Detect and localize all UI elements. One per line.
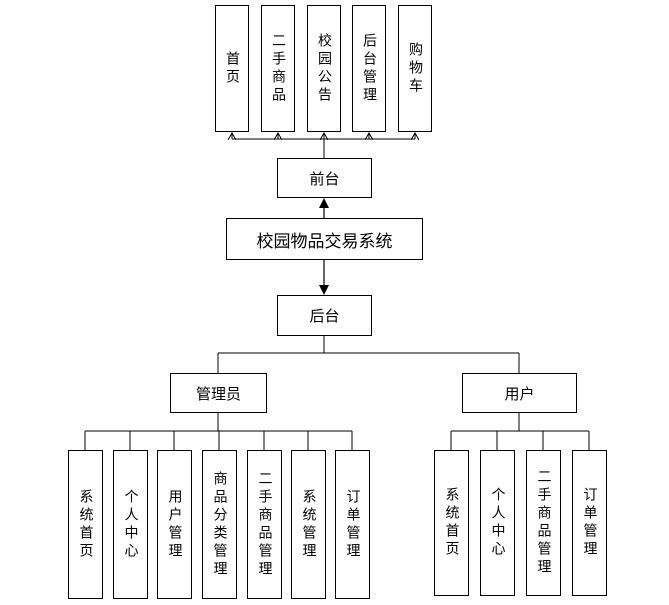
admin-module-personal-center: 个人中心 [113,450,148,599]
frontend-connectors [232,133,415,158]
admin-module-secondhand-management: 二手商品管理 [247,450,282,599]
root-node: 校园物品交易系统 [226,218,423,260]
module-label: 个人中心 [122,488,139,561]
admin-module-system-management: 系统管理 [291,450,326,599]
module-label: 二手商品管理 [535,469,552,577]
backend-node: 后台 [277,295,372,336]
frontend-module-shopping-cart: 购物车 [398,5,432,132]
module-label: 二手商品管理 [256,470,273,579]
module-label: 用户管理 [166,488,183,561]
module-label: 校园公告 [316,32,332,105]
frontend-node: 前台 [277,158,372,198]
backend-label: 后台 [309,307,340,325]
module-label: 首页 [224,50,240,87]
module-label: 后台管理 [361,32,377,105]
module-label: 系统首页 [77,488,94,561]
admin-node: 管理员 [170,373,267,413]
module-label: 个人中心 [489,487,506,559]
module-label: 系统首页 [443,487,460,559]
admin-module-order-management: 订单管理 [335,450,370,599]
frontend-module-home: 首页 [215,5,249,132]
user-label: 用户 [504,384,535,403]
module-label: 订单管理 [344,488,361,561]
admin-module-system-home: 系统首页 [68,450,103,599]
admin-module-user-management: 用户管理 [157,450,192,599]
frontend-label: 前台 [309,169,340,188]
frontend-module-admin-management: 后台管理 [352,5,386,132]
user-module-personal-center: 个人中心 [480,450,515,596]
module-label: 系统管理 [300,488,317,561]
module-label: 购物车 [407,41,423,96]
backend-connectors [84,336,590,450]
admin-module-category-management: 商品分类管理 [202,450,237,599]
user-module-order-management: 订单管理 [572,450,607,596]
module-label: 商品分类管理 [211,470,228,579]
module-label: 二手商品 [270,32,286,105]
admin-label: 管理员 [195,384,241,403]
user-node: 用户 [462,373,577,413]
module-label: 订单管理 [581,487,598,559]
frontend-module-campus-notice: 校园公告 [307,5,341,132]
frontend-module-secondhand-goods: 二手商品 [261,5,295,132]
root-label: 校园物品交易系统 [256,231,393,252]
user-module-system-home: 系统首页 [434,450,469,596]
user-module-secondhand-management: 二手商品管理 [526,450,561,596]
